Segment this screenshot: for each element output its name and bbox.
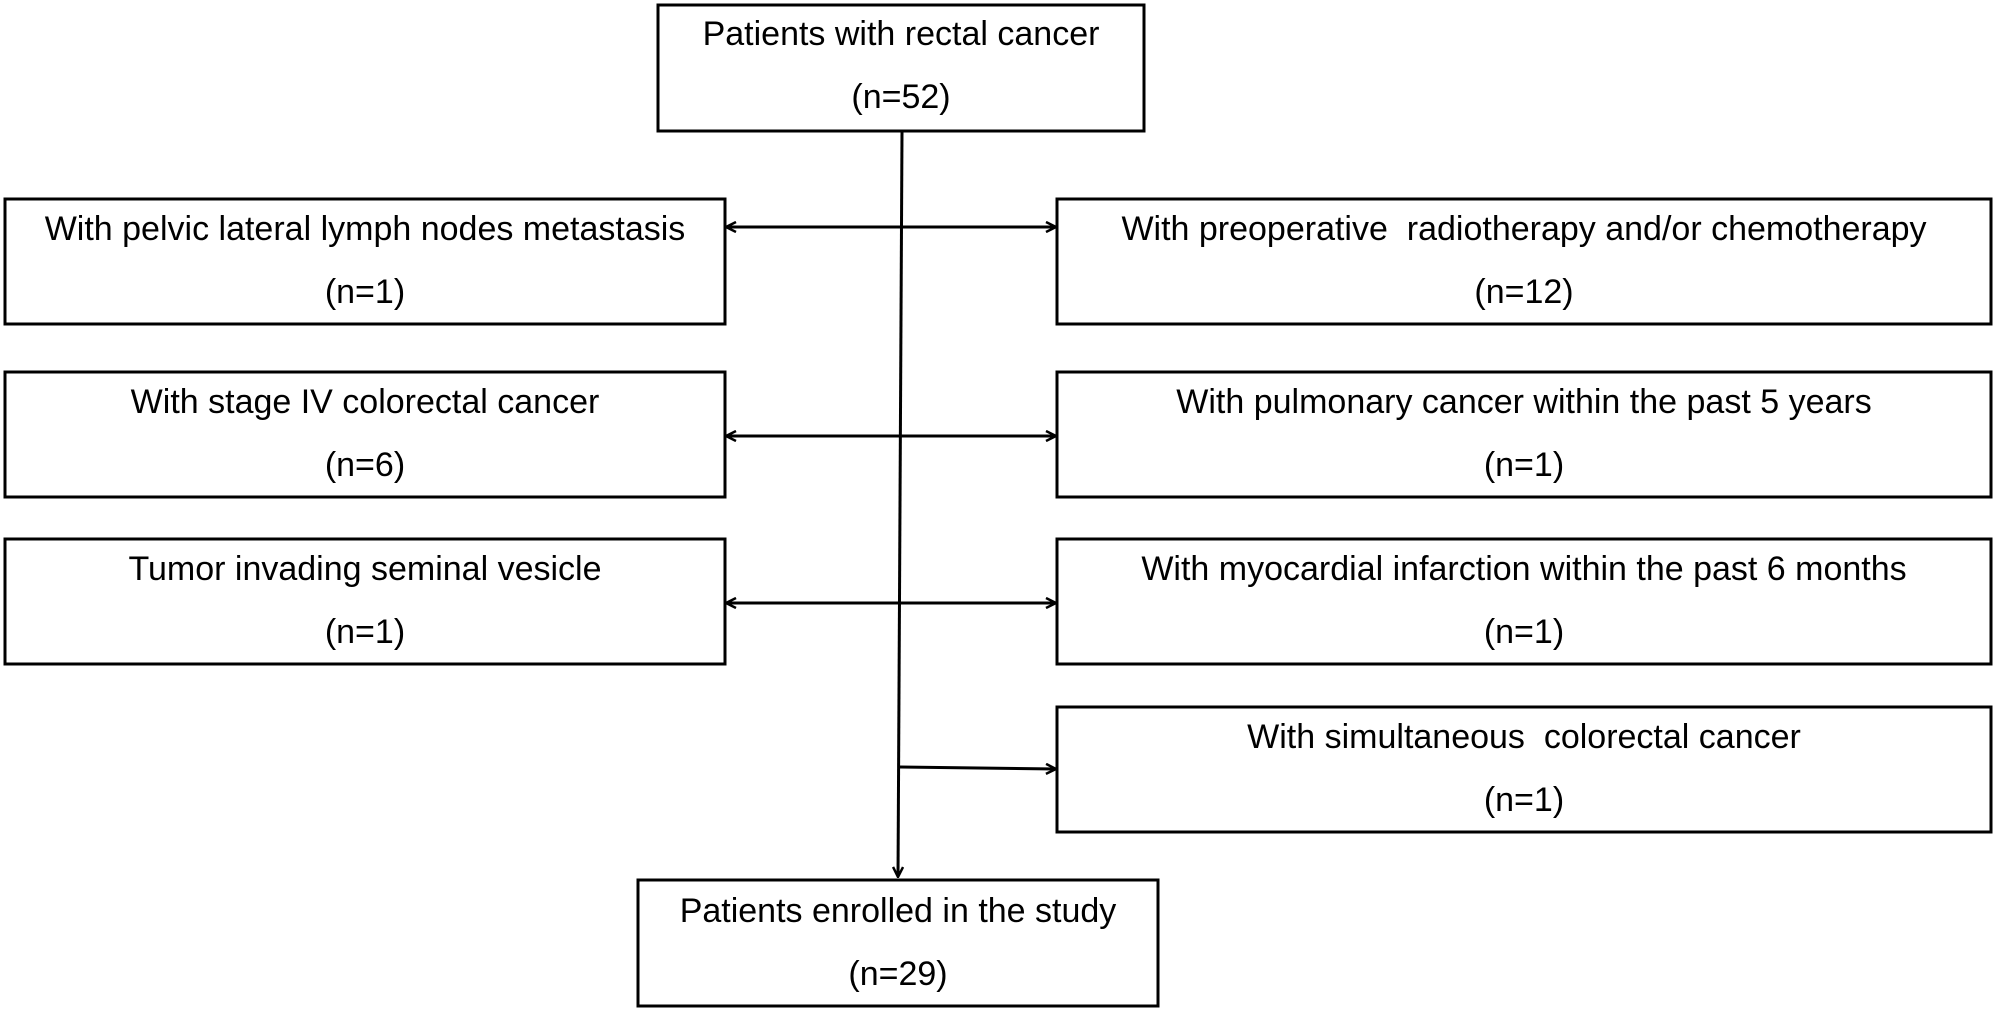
node-pelvic-lymph-metastasis: With pelvic lateral lymph nodes metastas…	[3, 197, 727, 326]
node-title: With pelvic lateral lymph nodes metastas…	[45, 210, 686, 248]
node-simultaneous-colorectal: With simultaneous colorectal cancer (n=1…	[1055, 705, 1993, 834]
node-patients-enrolled: Patients enrolled in the study (n=29)	[636, 878, 1160, 1008]
node-stage-iv-colorectal: With stage IV colorectal cancer (n=6)	[3, 370, 727, 499]
node-box	[1055, 705, 1993, 834]
node-seminal-vesicle: Tumor invading seminal vesicle (n=1)	[3, 537, 727, 666]
node-title: Patients with rectal cancer	[703, 15, 1100, 53]
node-count: (n=1)	[325, 613, 405, 651]
node-title: With pulmonary cancer within the past 5 …	[1176, 383, 1871, 421]
node-title: Patients enrolled in the study	[680, 892, 1117, 930]
node-count: (n=1)	[1484, 613, 1564, 651]
node-box	[3, 537, 727, 666]
main-flow-arrow	[898, 131, 902, 877]
simultaneous-arrow	[899, 767, 1056, 769]
node-title: With simultaneous colorectal cancer	[1247, 718, 1801, 756]
node-box	[636, 878, 1160, 1008]
node-count: (n=1)	[325, 273, 405, 311]
node-title: With stage IV colorectal cancer	[131, 383, 600, 421]
connectors	[726, 131, 1056, 877]
node-count: (n=1)	[1484, 781, 1564, 819]
node-box	[1055, 537, 1993, 666]
node-pulmonary-cancer: With pulmonary cancer within the past 5 …	[1055, 370, 1993, 499]
node-box	[656, 3, 1146, 133]
node-box	[3, 370, 727, 499]
node-count: (n=12)	[1474, 273, 1573, 311]
node-box	[1055, 197, 1993, 326]
node-myocardial-infarction: With myocardial infarction within the pa…	[1055, 537, 1993, 666]
node-title: With preoperative radiotherapy and/or ch…	[1121, 210, 1926, 248]
node-count: (n=6)	[325, 446, 405, 484]
node-title: With myocardial infarction within the pa…	[1141, 550, 1906, 588]
node-count: (n=52)	[851, 78, 950, 116]
node-box	[1055, 370, 1993, 499]
node-patients-rectal-cancer: Patients with rectal cancer (n=52)	[656, 3, 1146, 133]
node-count: (n=29)	[848, 955, 947, 993]
node-preoperative-therapy: With preoperative radiotherapy and/or ch…	[1055, 197, 1993, 326]
node-box	[3, 197, 727, 326]
node-title: Tumor invading seminal vesicle	[128, 550, 601, 588]
node-count: (n=1)	[1484, 446, 1564, 484]
